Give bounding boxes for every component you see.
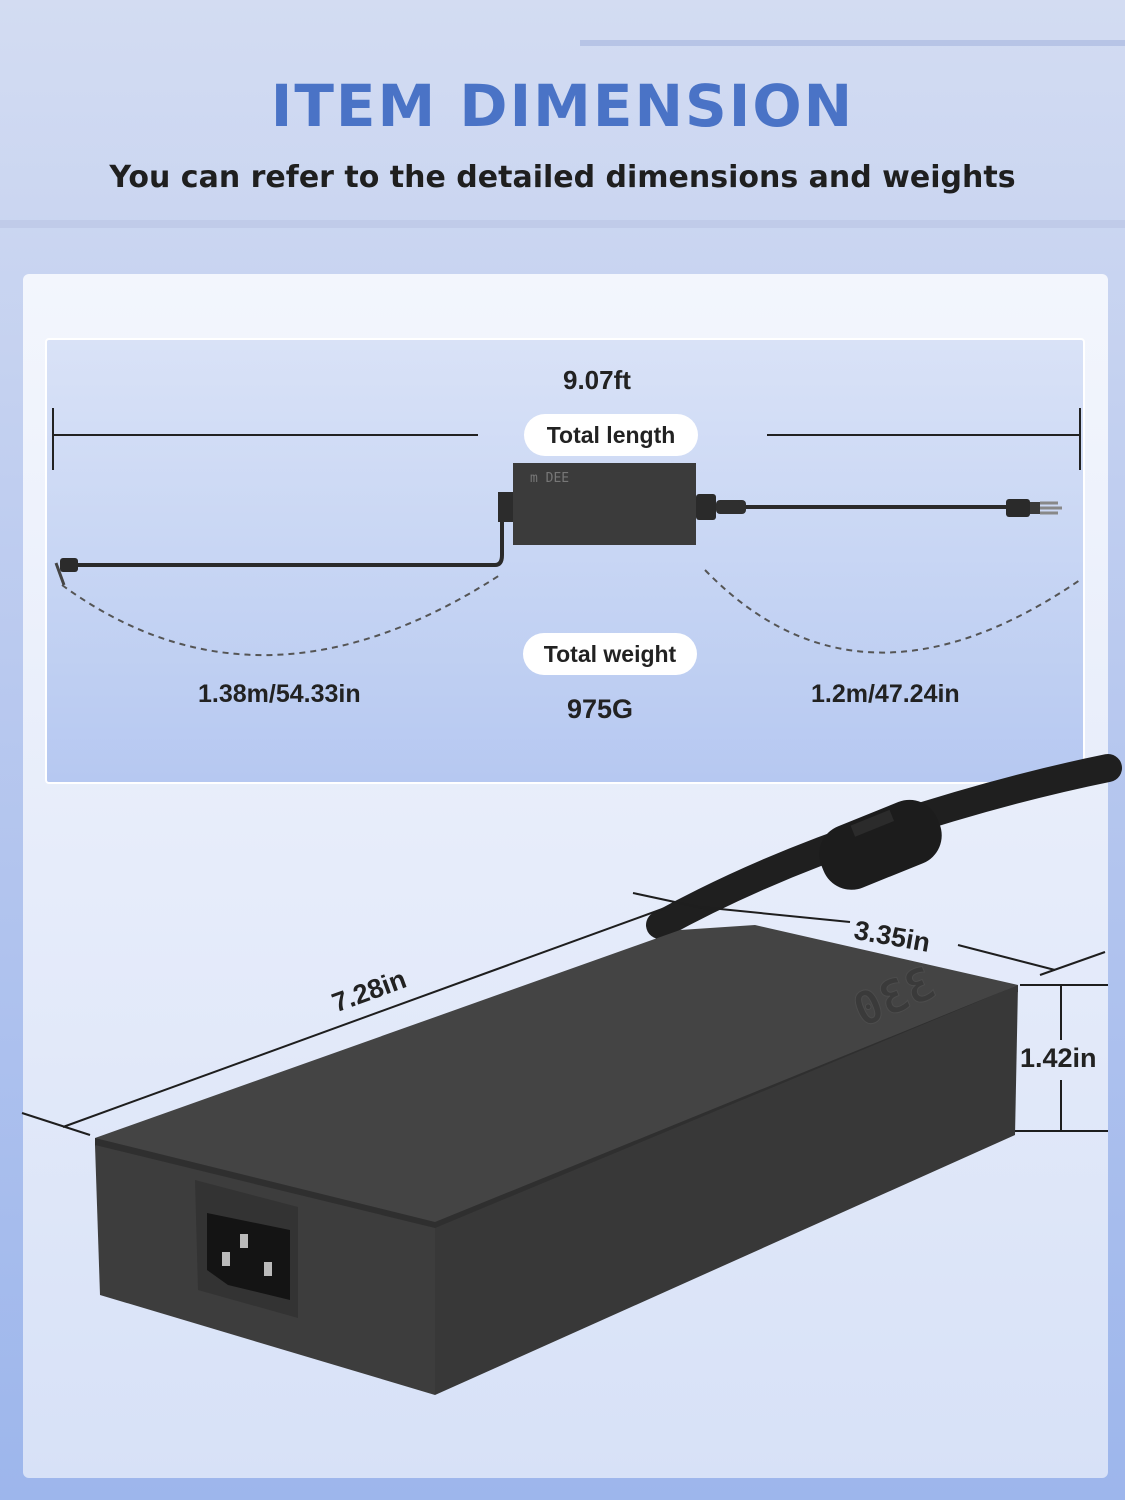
brick-label: m DEE <box>530 471 569 486</box>
adapter-body: 330 <box>95 925 1018 1395</box>
header-accent-line <box>580 40 1125 46</box>
ac-cable <box>696 494 1062 520</box>
cable-dimension-panel <box>45 338 1085 784</box>
ac-cable-arc <box>704 569 1081 654</box>
dc-cable <box>54 516 513 586</box>
total-length-value: 9.07ft <box>563 365 631 395</box>
ferrite-bead-icon <box>819 799 942 890</box>
ac-cable-length: 1.2m/47.24in <box>811 680 960 708</box>
header: ITEM DIMENSION You can refer to the deta… <box>0 0 1125 230</box>
adapter-height-label: 1.42in <box>1020 1043 1097 1073</box>
page-title: ITEM DIMENSION <box>270 72 855 140</box>
dc-plug-icon <box>54 558 78 586</box>
iec-socket-icon <box>195 1180 298 1318</box>
dc-cable-arc <box>61 574 501 657</box>
ac-plug-icon <box>1006 499 1062 517</box>
total-length-line <box>52 408 1081 470</box>
dc-cable-length: 1.38m/54.33in <box>198 680 361 708</box>
power-brick-small: m DEE <box>498 463 696 545</box>
total-weight-value: 975G <box>567 694 634 724</box>
large-cable <box>646 754 1122 939</box>
total-length-badge: Total length <box>524 414 698 456</box>
total-weight-badge: Total weight <box>523 633 697 675</box>
adapter-dimension-lines <box>21 892 1108 1136</box>
page-subtitle: You can refer to the detailed dimensions… <box>109 160 1016 195</box>
header-divider <box>0 220 1125 228</box>
